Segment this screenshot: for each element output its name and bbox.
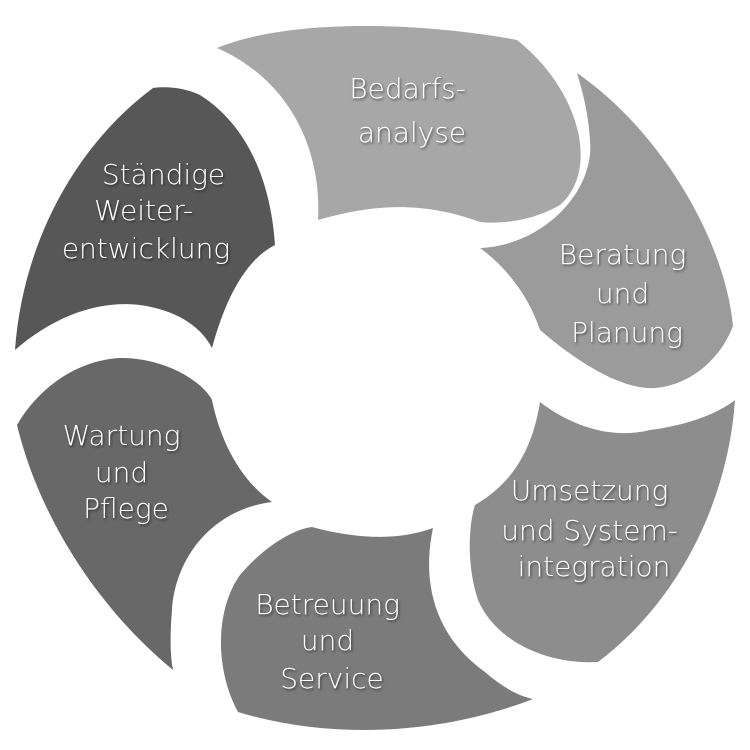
segment-label-umsetzung: Umsetzung und System- integration <box>501 474 687 583</box>
segment-label-bedarfsanalyse: Bedarfs- analyse <box>349 72 474 149</box>
segment-shape-weiterentwicklung <box>15 87 275 350</box>
segment-umsetzung: Umsetzung und System- integration <box>469 400 735 663</box>
segment-shape-bedarfsanalyse <box>217 25 581 223</box>
segment-beratung: Beratung und Planung <box>480 73 733 389</box>
segment-label-weiterentwicklung: Ständige Weiter- entwicklung <box>62 158 234 265</box>
segment-shape-wartung <box>17 358 272 670</box>
segment-label-beratung: Beratung und Planung <box>559 238 695 349</box>
segment-wartung: Wartung und Pflege <box>17 358 272 670</box>
segment-label-wartung: Wartung und Pflege <box>63 419 190 525</box>
segment-label-betreuung: Betreuung und Service <box>255 588 409 695</box>
segment-bedarfsanalyse: Bedarfs- analyse <box>217 25 581 223</box>
segment-shape-umsetzung <box>469 400 735 663</box>
segment-weiterentwicklung: Ständige Weiter- entwicklung <box>15 87 275 350</box>
segment-betreuung: Betreuung und Service <box>220 527 533 730</box>
segment-shape-beratung <box>480 73 733 389</box>
segment-shape-betreuung <box>220 527 533 730</box>
